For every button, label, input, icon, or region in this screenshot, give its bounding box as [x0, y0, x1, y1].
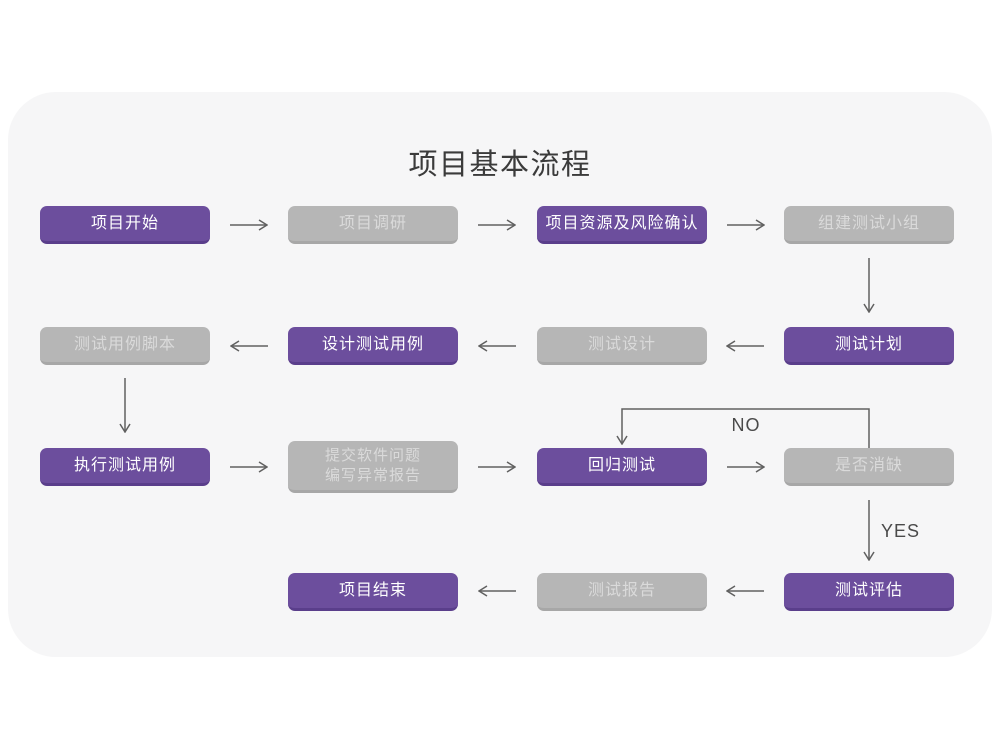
node-label: 项目结束: [338, 581, 407, 599]
flow-node-project-risk: 项目资源及风险确认: [537, 206, 707, 244]
flow-node-regression-test: 回归测试: [537, 448, 707, 486]
node-label-line2: 编写异常报告: [324, 466, 421, 484]
flow-node-test-report: 测试报告: [537, 573, 707, 611]
flowchart-panel: [8, 92, 992, 657]
flow-node-execute-test-case: 执行测试用例: [40, 448, 210, 486]
flow-node-project-end: 项目结束: [288, 573, 458, 611]
flow-node-design-test-case: 设计测试用例: [288, 327, 458, 365]
node-label: 是否消缺: [834, 456, 903, 474]
node-label: 项目资源及风险确认: [545, 214, 699, 232]
flow-node-test-evaluate: 测试评估: [784, 573, 954, 611]
node-label: 设计测试用例: [321, 335, 424, 353]
node-label: 回归测试: [587, 456, 656, 474]
flow-node-test-design: 测试设计: [537, 327, 707, 365]
flow-node-defect-cleared: 是否消缺: [784, 448, 954, 486]
edge-label-no: NO: [731, 415, 761, 435]
flow-node-project-start: 项目开始: [40, 206, 210, 244]
flow-node-project-research: 项目调研: [288, 206, 458, 244]
node-label: 项目调研: [338, 214, 407, 232]
flow-node-test-case-script: 测试用例脚本: [40, 327, 210, 365]
flow-node-submit-issue: 提交软件问题 编写异常报告: [288, 441, 458, 493]
node-label: 测试用例脚本: [73, 335, 176, 353]
node-label: 测试计划: [834, 335, 903, 353]
node-label: 执行测试用例: [73, 456, 176, 474]
flow-node-build-test-team: 组建测试小组: [784, 206, 954, 244]
diagram-title: 项目基本流程: [408, 149, 592, 181]
node-label: 项目开始: [90, 214, 159, 232]
node-label: 测试报告: [587, 581, 656, 599]
flow-node-test-plan: 测试计划: [784, 327, 954, 365]
node-label: 组建测试小组: [817, 214, 920, 232]
node-label: 测试评估: [834, 581, 903, 599]
edge-label-yes: YES: [881, 521, 921, 541]
node-label-line1: 提交软件问题: [324, 446, 421, 464]
node-label: 测试设计: [587, 335, 656, 353]
